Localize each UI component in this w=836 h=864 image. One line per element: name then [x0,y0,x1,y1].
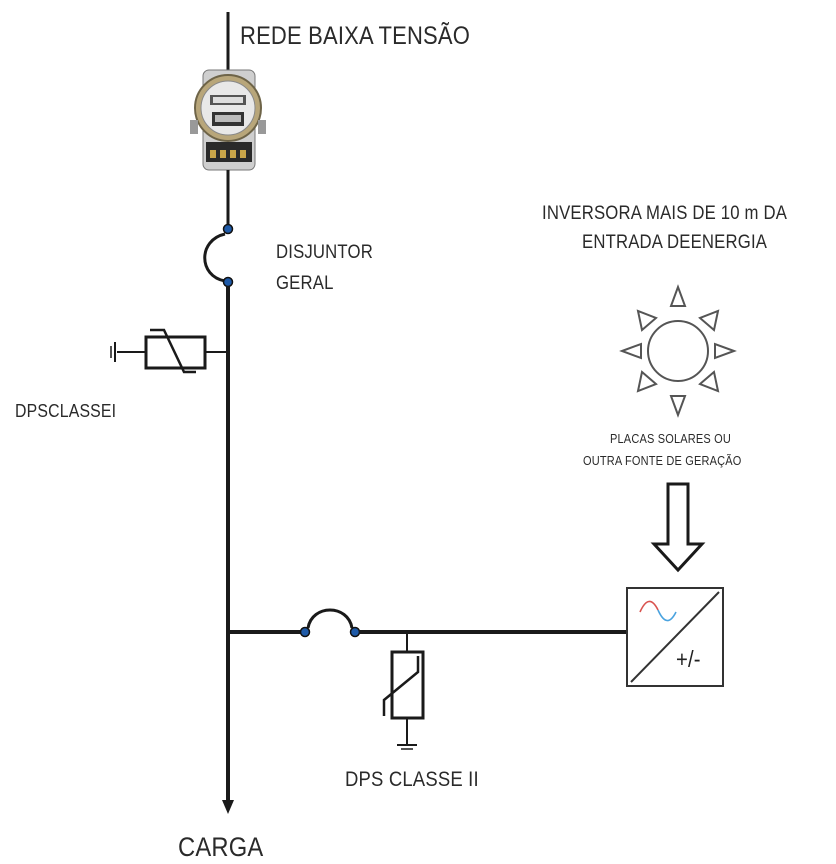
spd-class2-symbol [382,632,425,750]
inverter-symbol [626,587,724,687]
electric-meter-icon [190,69,266,171]
spd-class2-label: DPS CLASSE II [345,768,479,791]
inverter-note-line2: ENTRADA DEENERGIA [582,232,768,253]
spd-class1-symbol [110,328,228,374]
sun-icon [619,284,737,418]
grid-label: REDE BAIXA TENSÃO [240,22,470,50]
solar-label-line2: OUTRA FONTE DE GERAÇÃO [583,454,742,468]
main-breaker-label-line2: GERAL [276,273,334,294]
solar-label-line1: PLACAS SOLARES OU [610,432,731,446]
main-breaker-label-line1: DISJUNTOR [276,242,373,263]
inverter-note-line1: INVERSORA MAIS DE 10 m DA [542,203,788,224]
main-breaker-symbol [203,223,234,288]
load-label: CARGA [178,832,264,862]
load-arrow-head [222,800,234,814]
spd-class1-label: DPSCLASSEI [15,401,117,421]
branch-breaker-symbol [299,608,361,638]
generation-arrow [650,482,706,573]
inverter-symbol-label: +/- [676,646,701,672]
